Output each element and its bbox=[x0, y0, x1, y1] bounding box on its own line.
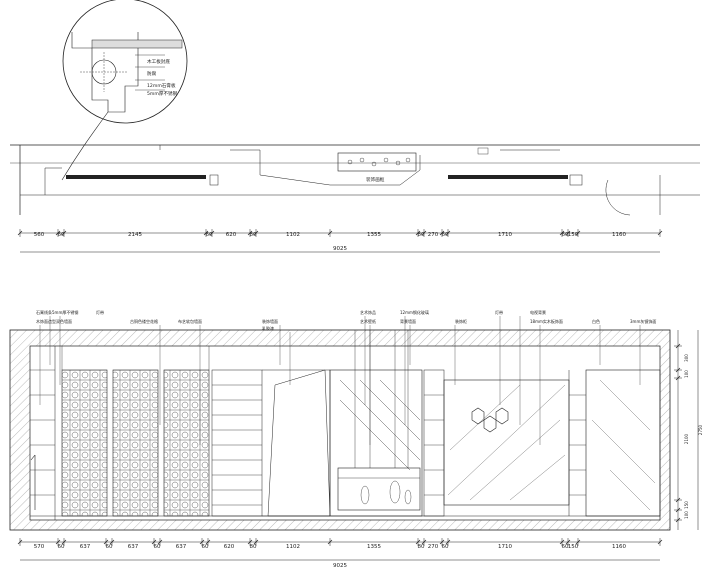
plan-dim-13: 150 bbox=[568, 232, 579, 238]
detail-callout: 木工板封底 防腐 12mm石膏板 5mm厚不锈钢 bbox=[61, 0, 188, 181]
elevation-note-6: 乳胶漆 bbox=[262, 325, 274, 331]
elevation-dim-13: 270 bbox=[428, 544, 439, 550]
elevation-note-2: 木饰面造型双色墙面 bbox=[36, 318, 72, 324]
elevation-note-13: 电视背景 bbox=[530, 309, 546, 315]
elevation-note-8: 12mm钢化玻璃 bbox=[400, 309, 429, 315]
vertical-dim-2: 2100 bbox=[684, 433, 689, 444]
detail-note-1: 木工板封底 bbox=[147, 58, 170, 65]
vertical-dim-total: 2750 bbox=[698, 424, 703, 435]
elevation-dim-9: 80 bbox=[250, 544, 257, 550]
elevation-note-0: 石膏线条5mm厚不锈钢 bbox=[36, 309, 78, 315]
plan-dim-total: 9025 bbox=[333, 246, 347, 252]
plan-dim-11: 1710 bbox=[498, 232, 512, 238]
elevation-dim-14: 60 bbox=[442, 544, 449, 550]
vertical-dim-0: 300 bbox=[684, 354, 689, 362]
left-wall-panel bbox=[30, 346, 56, 520]
elevation-dim-6: 637 bbox=[176, 544, 187, 550]
plan-view: 装饰画框 bbox=[10, 144, 700, 216]
plan-dim-14: 1160 bbox=[612, 232, 626, 238]
lattice-screens bbox=[61, 346, 210, 517]
plan-note: 装饰画框 bbox=[366, 176, 385, 183]
vertical-dimension-chain: 300 100 2100 150 100 2750 bbox=[674, 330, 703, 530]
elevation-dim-2: 637 bbox=[80, 544, 91, 550]
plan-dim-3: 60 bbox=[206, 232, 213, 238]
elevation-note-14: 18mm实木板饰面 bbox=[530, 318, 563, 324]
detail-note-3: 12mm石膏板 bbox=[147, 82, 176, 89]
plan-dim-1: 60 bbox=[58, 232, 65, 238]
elevation-dim-18: 1160 bbox=[612, 544, 626, 550]
plan-dim-4: 620 bbox=[226, 232, 237, 238]
elevation-note-11: 装饰柜 bbox=[455, 318, 467, 324]
elevation-dim-17: 150 bbox=[568, 544, 579, 550]
elevation-dim-5: 60 bbox=[154, 544, 161, 550]
elevation-note-1: 灯带 bbox=[96, 309, 104, 315]
plan-dim-2: 2145 bbox=[128, 232, 142, 238]
elevation-dim-4: 637 bbox=[128, 544, 139, 550]
detail-note-2: 防腐 bbox=[147, 70, 157, 77]
elevation-note-15: 白色 bbox=[592, 318, 600, 324]
plan-dim-0: 560 bbox=[34, 232, 45, 238]
elevation-dimension-chain: 9025 570 60 637 60 637 60 637 60 620 80 1102 1355 80… bbox=[17, 538, 663, 569]
elevation-note-16: 3mm灰镜饰面 bbox=[630, 318, 656, 324]
elevation-dim-12: 80 bbox=[418, 544, 425, 550]
elevation-dim-3: 60 bbox=[106, 544, 113, 550]
elevation-dim-0: 570 bbox=[34, 544, 45, 550]
elevation-dim-total: 9025 bbox=[333, 563, 347, 569]
elevation-dim-15: 1710 bbox=[498, 544, 512, 550]
tv-background-wall bbox=[443, 370, 586, 516]
elevation-dim-11: 1355 bbox=[367, 544, 381, 550]
elevation-dim-16: 60 bbox=[562, 544, 569, 550]
vertical-dim-1: 100 bbox=[684, 370, 689, 378]
plan-dim-5: 80 bbox=[250, 232, 257, 238]
plan-dim-12: 60 bbox=[562, 232, 569, 238]
elevation-note-10: 背景墙面 bbox=[400, 318, 416, 324]
elevation-dim-10: 1102 bbox=[286, 544, 300, 550]
elevation-dim-1: 60 bbox=[58, 544, 65, 550]
elevation-note-9: 艺术壁纸 bbox=[360, 318, 376, 324]
plan-dim-8: 80 bbox=[418, 232, 425, 238]
elevation-note-7: 艺术饰品 bbox=[360, 309, 376, 315]
elevation-dim-8: 620 bbox=[224, 544, 235, 550]
plan-dim-6: 1102 bbox=[286, 232, 300, 238]
detail-note-4: 5mm厚不锈钢 bbox=[147, 90, 178, 97]
vertical-dim-4: 100 bbox=[684, 511, 689, 519]
plan-dim-7: 1355 bbox=[367, 232, 381, 238]
elevation-note-3: 古铜色镂空花格 bbox=[130, 318, 158, 324]
plan-dim-10: 60 bbox=[442, 232, 449, 238]
elevation-note-4: 布艺软包墙面 bbox=[178, 318, 202, 324]
elevation-note-5: 装饰墙面 bbox=[262, 318, 278, 324]
plan-dim-9: 270 bbox=[428, 232, 439, 238]
elevation-dim-7: 60 bbox=[202, 544, 209, 550]
elevation-note-12: 灯带 bbox=[495, 309, 503, 315]
elevation-view bbox=[9, 329, 671, 531]
vertical-dim-3: 150 bbox=[684, 501, 689, 509]
